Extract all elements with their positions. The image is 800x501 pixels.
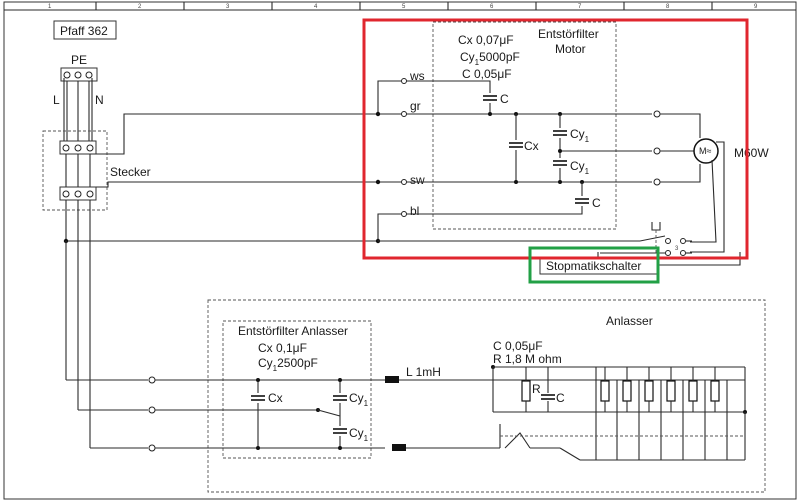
motor-filter-spec-cx: Cx 0,07μF: [458, 33, 514, 47]
column-number: 7: [578, 4, 582, 10]
terminal: [63, 71, 71, 79]
motor-filter-box: [432, 21, 617, 230]
starter-title: Anlasser: [606, 314, 653, 328]
motor-symbol: M≈: [699, 146, 711, 156]
column-number: 2: [138, 4, 142, 10]
plug-box: [42, 130, 108, 211]
starter-filter-spec-cy: Cy12500pF: [258, 356, 318, 373]
motor-filter-spec-c: C 0,05μF: [462, 67, 512, 81]
inductor-l1: [385, 376, 399, 383]
resistor-label: R: [532, 382, 541, 396]
starter-cap-label-cx: Cx: [268, 391, 283, 405]
title-box: [53, 20, 117, 40]
column-number: 1: [48, 4, 52, 10]
cap-label-cx: Cx: [524, 139, 539, 153]
plug-label: Stecker: [110, 165, 151, 179]
column-number: 4: [314, 4, 318, 10]
wire-label-ws: ws: [409, 69, 425, 83]
cap-label-cy-lower: Cy1: [570, 159, 590, 176]
wire-label-bl: bl: [410, 204, 419, 218]
column-ruler: 1 2 3 4 5 6 7 8 9: [48, 2, 758, 10]
terminal: [85, 71, 93, 79]
rc-cap-label: C: [556, 391, 565, 405]
column-number: 3: [226, 4, 230, 10]
starter-box: [207, 299, 766, 493]
mains-terminal-block: [60, 67, 98, 82]
column-number: 5: [402, 4, 406, 10]
cap-label-c-top: C: [500, 92, 509, 106]
red-highlight-box: [362, 18, 749, 260]
cap-label-cy-upper: Cy1: [570, 127, 590, 144]
cap-label-c-bottom: C: [592, 196, 601, 210]
column-number: 8: [666, 4, 670, 10]
stop-switch-actuator: [651, 222, 661, 231]
wire-label-sw: sw: [410, 173, 425, 187]
l-label: L: [53, 93, 60, 107]
motor-icon: [693, 138, 719, 164]
inductor-l2: [392, 444, 406, 451]
inductor-label: L 1mH: [406, 365, 441, 379]
starter-filter-box: [222, 320, 372, 459]
resistor-r: [521, 380, 531, 402]
resistor-ladder: [595, 367, 747, 460]
starter-spec-r: R 1,8 M ohm: [493, 352, 562, 366]
motor-label: M60W: [734, 146, 769, 160]
motor-filter-spec-cy: Cy15000pF: [460, 50, 520, 67]
column-number: 9: [754, 4, 758, 10]
terminal: [74, 71, 82, 79]
starter-filter-title: Entstörfilter Anlasser: [238, 324, 348, 338]
wire-label-gr: gr: [410, 99, 421, 113]
pe-label: PE: [71, 53, 87, 67]
starter-spec-c: C 0,05μF: [493, 339, 543, 353]
starter-filter-spec-cx: Cx 0,1μF: [258, 341, 307, 355]
motor-filter-title: Entstörfilter: [538, 27, 599, 41]
starter-cap-label-cy-lower: Cy1: [349, 426, 369, 443]
svg-text:3: 3: [675, 246, 679, 252]
green-highlight-box: [528, 246, 660, 284]
column-number: 6: [490, 4, 494, 10]
pedal-switch-icon: [504, 432, 531, 449]
drawing-frame: [3, 1, 797, 500]
n-label: N: [95, 93, 104, 107]
drawing-title: Pfaff 362: [60, 24, 108, 38]
starter-cap-label-cy-upper: Cy1: [349, 391, 369, 408]
stop-switch-label: Stopmatikschalter: [546, 259, 641, 273]
stop-switch-contact: [639, 235, 666, 242]
motor-filter-subtitle: Motor: [555, 42, 586, 56]
